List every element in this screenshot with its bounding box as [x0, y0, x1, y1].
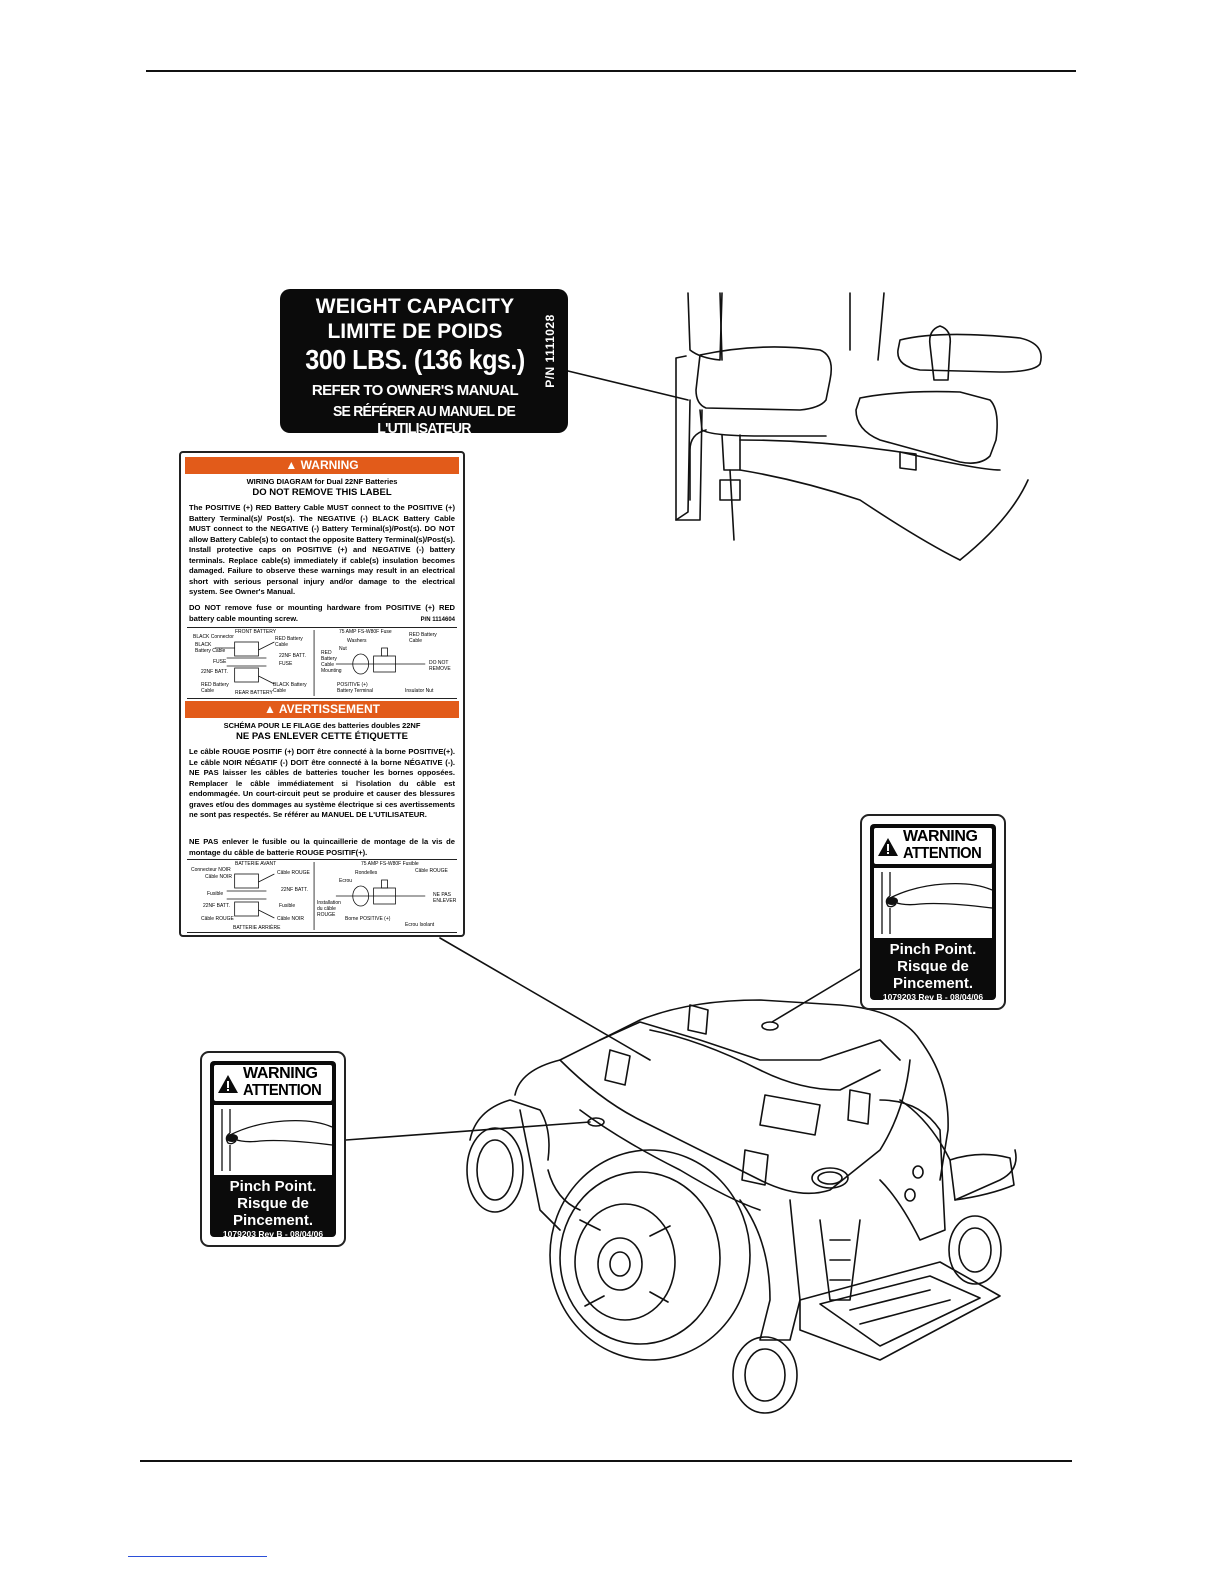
en-22nf-batt-a: 22NF BATT.: [279, 653, 306, 659]
pinch-left-line1: Pinch Point.: [229, 1178, 317, 1195]
fuse-paragraph-en: DO NOT remove fuse or mounting hardware …: [189, 603, 455, 623]
en-red-battery-cable-c: RED Battery Cable: [409, 632, 437, 644]
wiring-subtitle-en: WIRING DIAGRAM for Dual 22NF Batteries: [246, 477, 398, 486]
fr-ecrou-isolant: Ecrou Isolant: [405, 922, 435, 928]
fr-22nf-batt-b: 22NF BATT.: [203, 903, 230, 909]
en-do-not-remove: DO NOT REMOVE: [429, 660, 451, 672]
fr-cable-noir-b: Câble NOIR: [277, 916, 304, 922]
fr-batterie-avant: BATTERIE AVANT: [235, 861, 277, 867]
pinch-left-warning: WARNING: [243, 1065, 318, 1082]
fr-22nf-batt-a: 22NF BATT.: [281, 887, 308, 893]
do-not-remove-en: DO NOT REMOVE THIS LABEL: [252, 487, 392, 498]
leader-line-pinch-right: [771, 967, 863, 1023]
pinch-right-line1: Pinch Point.: [889, 941, 977, 958]
weight-capacity-label: WEIGHT CAPACITY LIMITE DE POIDS 300 LBS.…: [280, 289, 568, 437]
en-22nf-batt-b: 22NF BATT.: [201, 669, 228, 675]
fr-borne-positive: Borne POSITIVE (+): [345, 916, 391, 922]
weight-label-capacity: 300 LBS. (136 kgs.): [305, 344, 525, 375]
wiring-paragraph-fr: Le câble ROUGE POSITIF (+) DOIT être con…: [189, 747, 455, 819]
wiring-paragraph-en: The POSITIVE (+) RED Battery Cable MUST …: [189, 503, 455, 596]
pinch-right-part: 1079203 Rev B - 08/04/06: [882, 992, 984, 1002]
en-positive-terminal: POSITIVE (+) Battery Terminal: [337, 682, 374, 694]
wiring-warning-label: ▲ WARNING WIRING DIAGRAM for Dual 22NF B…: [179, 451, 465, 937]
pinch-left-part: 1079203 Rev B - 08/04/06: [222, 1229, 324, 1239]
pinch-right-line3: Pincement.: [892, 975, 974, 992]
fr-cable-noir: Câble NOIR: [205, 874, 232, 880]
pinch-left-pictogram: [214, 1105, 333, 1175]
wiring-diagram-en: FRONT BATTERY BLACK Connector BLACK Batt…: [187, 627, 457, 699]
pinch-right-pictogram: [874, 868, 993, 938]
en-black-connector: BLACK Connector: [193, 634, 234, 640]
fr-amp-fusible: 75 AMP FS-W80F Fusible: [361, 861, 419, 867]
pinch-left-line3: Pincement.: [232, 1212, 314, 1229]
footer-link-underline: [128, 1556, 267, 1557]
en-washers: Washers: [347, 638, 367, 644]
avertissement-triangle-icon: ▲: [264, 702, 276, 716]
en-red-battery-cable: RED Battery Cable: [275, 636, 303, 648]
leader-line-weight: [567, 370, 689, 401]
en-black-battery-cable: BLACK Battery Cable: [195, 642, 226, 654]
fr-installation: Installation du câble ROUGE: [317, 900, 341, 918]
pinch-right-warning: WARNING: [903, 828, 978, 845]
wiring-subtitle-fr: SCHÉMA POUR LE FILAGE des batteries doub…: [223, 721, 421, 730]
fr-fusible: Fusible: [207, 891, 224, 897]
top-rule: [146, 70, 1076, 72]
avertissement-header-bar: ▲ AVERTISSEMENT: [185, 701, 459, 718]
weight-label-refer-fr: SE RÉFÉRER AU MANUEL DE L'UTILISATEUR: [332, 403, 516, 437]
pinch-point-label-left: WARNING ATTENTION Pinch Point. Risque de…: [200, 1051, 346, 1247]
pinched-hand-icon: [221, 1109, 333, 1171]
wiring-diagram-en-drawing: [214, 630, 426, 696]
wiring-diagram-fr: BATTERIE AVANT Connecteur NOIR Câble NOI…: [187, 859, 457, 933]
fr-cable-rouge-c: Câble ROUGE: [415, 868, 448, 874]
en-fuse: FUSE: [213, 659, 227, 665]
pinch-right-attention: ATTENTION: [903, 845, 982, 862]
bottom-rule: [140, 1460, 1072, 1462]
weight-label-title-fr: LIMITE DE POIDS: [327, 320, 503, 343]
warning-triangle-icon: [218, 1075, 238, 1093]
en-insulator-nut: Insulator Nut: [405, 688, 434, 694]
pinch-point-label-right: WARNING ATTENTION Pinch Point. Risque de…: [860, 814, 1006, 1010]
pinch-left-attention: ATTENTION: [243, 1082, 322, 1099]
weight-label-title-en: WEIGHT CAPACITY: [315, 295, 515, 318]
fuse-paragraph-fr: NE PAS enlever le fusible ou la quincail…: [189, 837, 455, 857]
en-front-battery: FRONT BATTERY: [235, 629, 277, 635]
en-black-battery-cable-b: BLACK Battery Cable: [273, 682, 307, 694]
fr-rondelles: Rondelles: [355, 870, 378, 876]
do-not-remove-fr: NE PAS ENLEVER CETTE ÉTIQUETTE: [236, 731, 408, 742]
fr-fusible-b: Fusible: [279, 903, 296, 909]
pinch-label-left-header: WARNING ATTENTION: [214, 1065, 332, 1101]
en-rear-battery: REAR BATTERY: [235, 690, 273, 696]
warning-triangle-icon: ▲: [285, 458, 298, 472]
warning-triangle-icon: [878, 838, 898, 856]
pinch-right-line2: Risque de: [897, 958, 969, 975]
fr-cable-rouge: Câble ROUGE: [277, 870, 310, 876]
wiring-diagram-fr-drawing: [226, 862, 426, 930]
wiring-part-number: P/N 1114604: [420, 617, 455, 623]
pinch-label-right-body: WARNING ATTENTION Pinch Point. Risque de…: [870, 824, 996, 1002]
fr-batterie-arriere: BATTERIE ARRIÈRE: [233, 925, 281, 931]
weight-label-part-number: P/N 1111028: [543, 314, 557, 388]
en-fuse-b: FUSE: [279, 661, 293, 667]
en-amp-fuse: 75 AMP FS-W80F Fuse: [339, 629, 392, 635]
pinch-left-line2: Risque de: [237, 1195, 309, 1212]
pinch-label-right-header: WARNING ATTENTION: [874, 828, 992, 864]
avertissement-title: AVERTISSEMENT: [278, 702, 380, 716]
pinched-hand-icon: [881, 872, 993, 934]
fr-connecteur-noir: Connecteur NOIR: [191, 867, 231, 873]
pinch-label-left-body: WARNING ATTENTION Pinch Point. Risque de…: [210, 1061, 336, 1239]
weight-label-refer-en: REFER TO OWNER'S MANUAL: [311, 382, 519, 399]
en-nut: Nut: [339, 646, 347, 652]
fr-ecrou: Ecrou: [339, 878, 353, 884]
leader-line-pinch-left: [345, 1121, 591, 1141]
en-red-cable-mounting: RED Battery Cable Mounting: [321, 650, 342, 674]
fr-ne-pas-enlever: NE PAS ENLEVER: [433, 892, 457, 904]
warning-header-bar: ▲ WARNING: [185, 457, 459, 474]
leader-line-wiring: [439, 937, 651, 1061]
warning-title: WARNING: [300, 458, 359, 472]
en-red-battery-cable-b: RED Battery Cable: [201, 682, 229, 694]
fr-cable-rouge-b: Câble ROUGE: [201, 916, 234, 922]
